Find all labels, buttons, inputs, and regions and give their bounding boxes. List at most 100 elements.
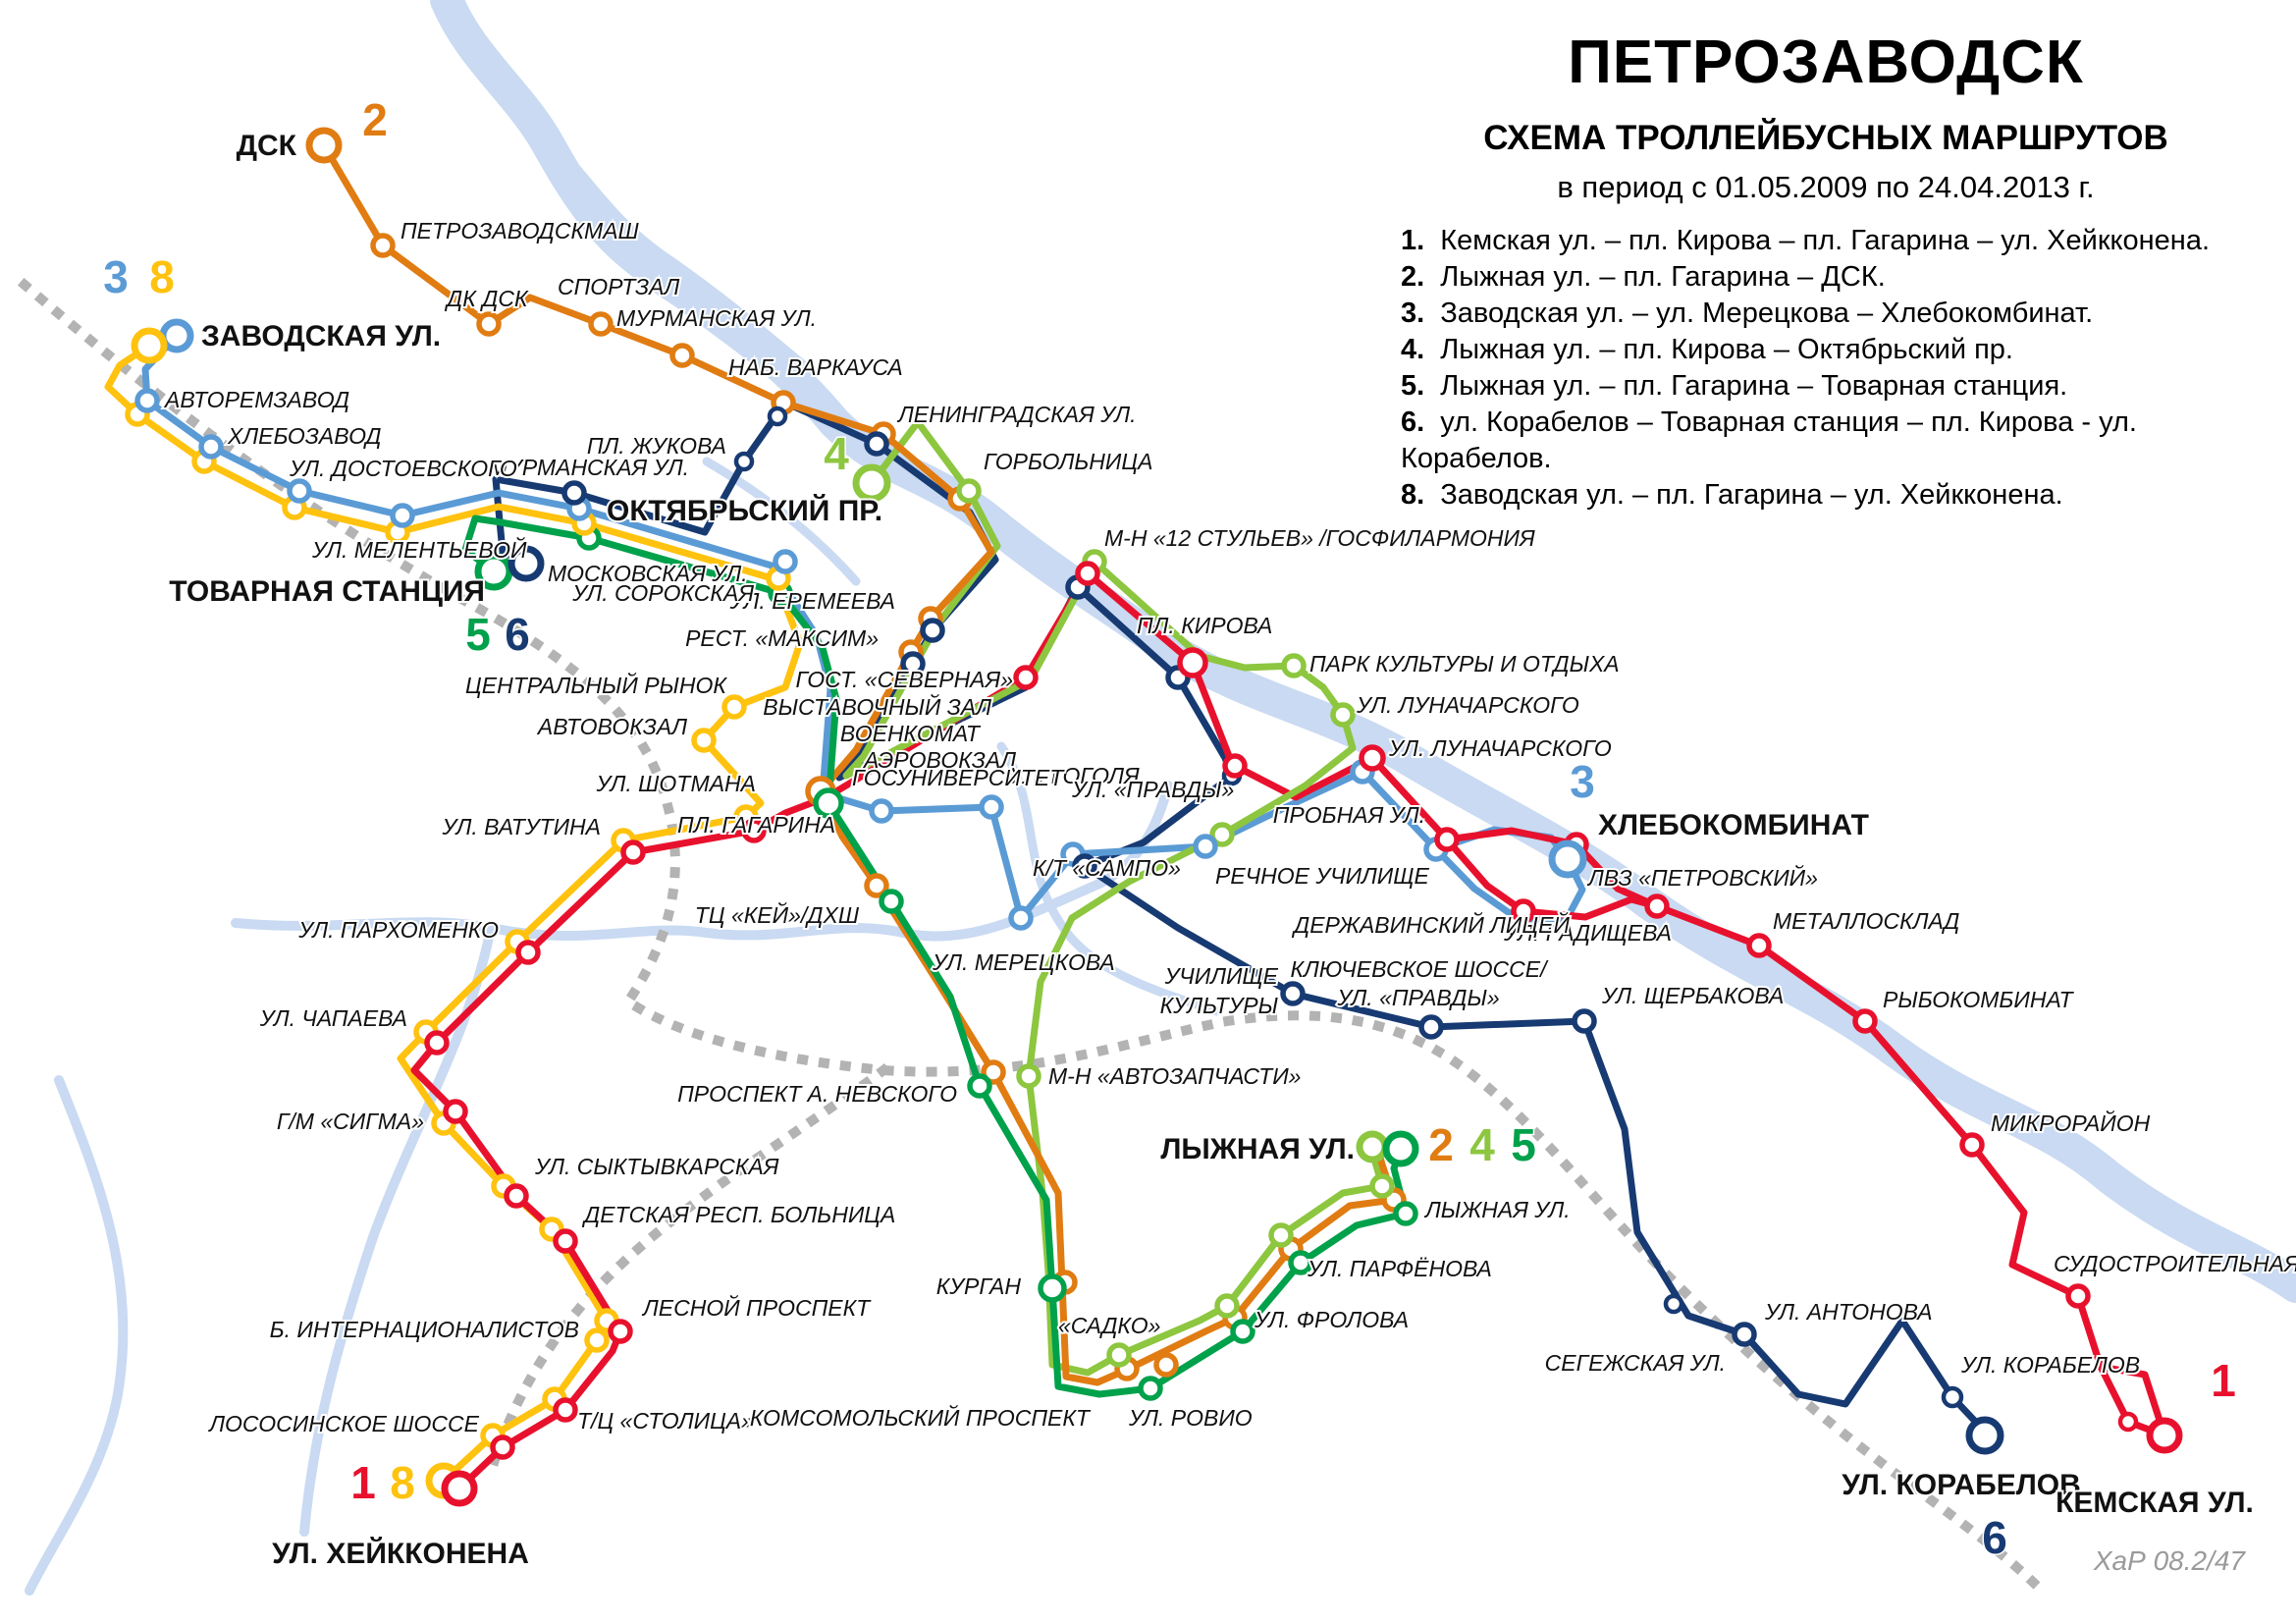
stop-label: УЛ. МЕРЕЦКОВА bbox=[932, 949, 1115, 975]
stop-marker bbox=[1153, 1352, 1179, 1378]
water-body bbox=[299, 923, 496, 1537]
stop-marker bbox=[476, 311, 502, 337]
stop-label: ПАРК КУЛЬТУРЫ И ОТДЫХА bbox=[1309, 651, 1620, 677]
stop-marker bbox=[1138, 1376, 1163, 1401]
stop-marker bbox=[390, 503, 415, 528]
stop-marker bbox=[198, 434, 224, 460]
stop-marker bbox=[134, 388, 160, 413]
stop-marker bbox=[588, 311, 614, 337]
route-1-loop-line bbox=[1443, 836, 1661, 921]
legend-route-5: 5. Лыжная ул. – пл. Гагарина – Товарная … bbox=[1401, 368, 2282, 405]
stop-label: УЛ. СЫКТЫВКАРСКАЯ bbox=[534, 1154, 779, 1179]
route-number-badge: 2 bbox=[362, 94, 388, 145]
legend-route-4: 4. Лыжная ул. – пл. Кирова – Октябрьский… bbox=[1401, 332, 2282, 368]
terminal-marker bbox=[305, 127, 343, 164]
route-number-badge: 2 bbox=[1428, 1119, 1454, 1170]
stop-label: КОМСОМОЛЬСКИЙ ПРОСПЕКТ bbox=[750, 1404, 1092, 1431]
legend-route-3: 3. Заводская ул. – ул. Мерецкова – Хлебо… bbox=[1401, 296, 2282, 332]
route-4-line bbox=[842, 418, 1386, 1377]
stop-label: М-Н «АВТОЗАПЧАСТИ» bbox=[1048, 1063, 1301, 1089]
stop-label: Б. ИНТЕРНАЦИОНАЛИСТОВ bbox=[270, 1317, 579, 1342]
stop-marker bbox=[608, 1319, 633, 1344]
stop-label: ЛЕНИНГРАДСКАЯ УЛ. bbox=[896, 402, 1137, 427]
terminal-marker bbox=[507, 545, 545, 582]
stop-label: ЛОСОСИНСКОЕ ШОССЕ bbox=[207, 1411, 479, 1436]
route-number-badge: 6 bbox=[1982, 1512, 2007, 1563]
stop-marker bbox=[669, 343, 695, 368]
stop-label: ПРОБНАЯ УЛ. bbox=[1273, 802, 1425, 828]
stop-label: ДСК bbox=[237, 130, 297, 162]
legend-route-1: 1. Кемская ул. – пл. Кирова – пл. Гагари… bbox=[1401, 223, 2282, 259]
stop-label: М-Н «12 СТУЛЬЕВ» /ГОСФИЛАРМОНИЯ bbox=[1104, 525, 1535, 551]
stop-label: УЛ. ЩЕРБАКОВА bbox=[1601, 983, 1784, 1008]
route-number-badge: 4 bbox=[1469, 1119, 1495, 1170]
page-subtitle: СХЕМА ТРОЛЛЕЙБУСНЫХ МАРШРУТОВ bbox=[1483, 119, 2168, 157]
stop-marker bbox=[1209, 822, 1235, 847]
water-body bbox=[996, 741, 1222, 1016]
stop-marker bbox=[1572, 1008, 1597, 1034]
stop-label: УЛ. ХЕЙККОНЕНА bbox=[272, 1537, 529, 1570]
stop-label: ПРОСПЕКТ А. НЕВСКОГО bbox=[677, 1081, 957, 1107]
water-body bbox=[540, 137, 815, 383]
terminal-marker bbox=[1965, 1416, 2004, 1455]
terminal-marker bbox=[441, 1470, 478, 1507]
stop-marker bbox=[1511, 898, 1536, 924]
legend-route-text: Заводская ул. – пл. Гагарина – ул. Хейкк… bbox=[1432, 479, 2063, 511]
legend-route-2: 2. Лыжная ул. – пл. Гагарина – ДСК. bbox=[1401, 259, 2282, 296]
route-6-line bbox=[492, 399, 1989, 1435]
stop-marker bbox=[1959, 1132, 1985, 1158]
stop-label: «САДКО» bbox=[1058, 1313, 1160, 1338]
stop-label: МОСКОВСКАЯ УЛ. bbox=[548, 561, 748, 586]
water-body bbox=[702, 457, 861, 586]
stop-marker bbox=[773, 549, 798, 574]
stop-marker bbox=[1393, 1201, 1418, 1226]
stop-marker bbox=[691, 728, 717, 753]
stop-label: РЫБОКОМБИНАТ bbox=[1883, 987, 2074, 1012]
stop-label: МИКРОРАЙОН bbox=[1991, 1110, 2151, 1136]
stop-marker bbox=[1072, 853, 1097, 879]
stop-label: УЛ. ЛУНАЧАРСКОГО bbox=[1388, 735, 1612, 761]
stop-label: ВЫСТАВОЧНЫЙ ЗАЛ bbox=[763, 693, 991, 720]
stop-marker bbox=[813, 787, 844, 819]
stop-marker bbox=[443, 1099, 468, 1124]
stop-marker bbox=[920, 618, 945, 643]
stop-marker bbox=[979, 794, 1004, 820]
stop-label: ХЛЕБОКОМБИНАТ bbox=[1598, 809, 1869, 841]
stop-marker bbox=[1013, 665, 1039, 690]
stop-label: ДЕРЖАВИНСКИЙ ЛИЦЕЙ bbox=[1291, 911, 1570, 938]
stop-label: ВОЕНКОМАТ bbox=[840, 721, 982, 746]
stop-marker bbox=[584, 1327, 610, 1353]
stop-label: ЛЫЖНАЯ УЛ. bbox=[1160, 1133, 1355, 1165]
stop-marker bbox=[1434, 827, 1460, 852]
water-body bbox=[430, 0, 2296, 1303]
stop-label: ЛЫЖНАЯ УЛ. bbox=[1423, 1197, 1571, 1222]
stop-marker bbox=[490, 1435, 515, 1460]
terminal-marker bbox=[1382, 1130, 1419, 1167]
title-block: ПЕТРОЗАВОДСК СХЕМА ТРОЛЛЕЙБУСНЫХ МАРШРУТ… bbox=[1369, 27, 2282, 514]
legend-route-number: 2. bbox=[1401, 261, 1425, 293]
stop-label: ПЛ. ЖУКОВА bbox=[587, 433, 726, 459]
stop-marker bbox=[1193, 834, 1218, 859]
terminal-marker bbox=[1548, 839, 1587, 879]
stop-label: УЛ. СОРОКСКАЯ bbox=[571, 580, 754, 606]
stop-label: УЛ. ПАРФЁНОВА bbox=[1307, 1256, 1492, 1281]
legend-route-6: 6. ул. Корабелов – Товарная станция – пл… bbox=[1401, 405, 2282, 477]
route-legend: 1. Кемская ул. – пл. Кирова – пл. Гагари… bbox=[1369, 223, 2282, 514]
stop-label: УЧИЛИЩЕ bbox=[1164, 963, 1279, 989]
route-number-badge: 3 bbox=[103, 251, 129, 302]
stop-label: УЛ. ЕРЕМЕЕВА bbox=[728, 588, 895, 614]
stop-marker bbox=[1418, 1014, 1444, 1040]
stop-label: ЦЕНТРАЛЬНЫЙ РЫНОК bbox=[465, 672, 727, 698]
stop-marker bbox=[1369, 1173, 1395, 1199]
stop-label: УЛ. КОРАБЕЛОВ bbox=[1960, 1352, 2140, 1378]
stop-label: СПОРТЗАЛ bbox=[558, 274, 679, 299]
stop-marker bbox=[1852, 1008, 1878, 1034]
terminal-marker bbox=[852, 463, 891, 503]
stop-label: УЛ. «ПРАВДЫ» bbox=[1336, 985, 1499, 1010]
route-number-badge: 4 bbox=[824, 428, 849, 479]
stop-label: ЛЕСНОЙ ПРОСПЕКТ bbox=[641, 1294, 872, 1321]
legend-route-text: Лыжная ул. – пл. Гагарина – Товарная ста… bbox=[1432, 370, 2068, 402]
stop-label: СУДОСТРОИТЕЛЬНАЯ УЛ. bbox=[2054, 1251, 2296, 1276]
stop-marker bbox=[1644, 893, 1670, 919]
